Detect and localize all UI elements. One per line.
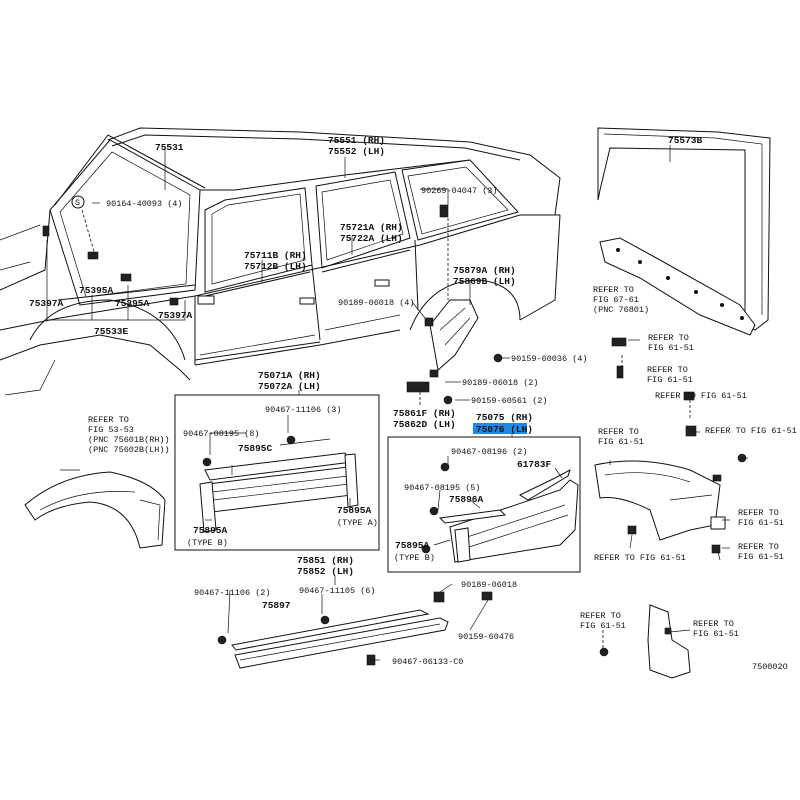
ref-fig-61-51-i-line1: REFER TO	[693, 619, 734, 629]
right-rear-fender-flare-part	[594, 460, 726, 554]
label-90159-60036: 90159-60036 (4)	[511, 354, 588, 364]
ref-fig-61-51-g-line2: FIG 61-51	[738, 552, 784, 562]
label-90189-06018-2: 90189-06018 (2)	[462, 378, 539, 388]
label-75869b: 75869B (LH)	[453, 276, 516, 287]
label-61783f: 61783F	[517, 459, 552, 470]
label-75552: 75552 (LH)	[328, 146, 385, 157]
label-75896a: 75896A	[449, 494, 484, 505]
label-75712b: 75712B (LH)	[244, 261, 307, 272]
ref-fig-61-51-g-line1: REFER TO	[738, 542, 779, 552]
label-90467-08195-5: 90467-08195 (5)	[404, 483, 481, 493]
ref-fig-61-51-h-line1: REFER TO	[580, 611, 621, 621]
ref-fig-61-51-a-line2: FIG 61-51	[648, 343, 694, 353]
ref-fig-61-51-a-line1: REFER TO	[648, 333, 689, 343]
label-75076: 75076 (LH)	[476, 424, 533, 435]
highlight-75076	[473, 423, 527, 434]
label-75895a-type-a: 75895A	[337, 505, 372, 516]
label-90189-06018: 90189-06018	[461, 580, 517, 590]
label-75395a-2: 75395A	[115, 298, 150, 309]
label-90467-11106-3: 90467-11106 (3)	[265, 405, 342, 415]
ref-fig-53-53-line3: (PNC 75601B(RH))	[88, 435, 170, 445]
ref-fig-61-51-b-line2: FIG 61-51	[647, 375, 693, 385]
label-90467-11105-6: 90467-11105 (6)	[299, 586, 376, 596]
label-90164-40093: 90164-40093 (4)	[106, 199, 183, 209]
label-75551: 75551 (RH)	[328, 135, 385, 146]
ref-fig-61-51-i-line2: FIG 61-51	[693, 629, 739, 639]
label-75897: 75897	[262, 600, 291, 611]
label-75879a: 75879A (RH)	[453, 265, 516, 276]
s-circle-mark: S	[75, 198, 80, 208]
ref-fig-53-53-line1: REFER TO	[88, 415, 129, 425]
ref-fig-61-51-e-line2: FIG 61-51	[738, 518, 784, 528]
label-75861f: 75861F (RH)	[393, 408, 456, 419]
label-75071a: 75071A (RH)	[258, 370, 321, 381]
label-75852: 75852 (LH)	[297, 566, 354, 577]
label-90159-60476: 90159-60476	[458, 632, 514, 642]
label-90189-06018-4: 90189-06018 (4)	[338, 298, 415, 308]
label-75862d: 75862D (LH)	[393, 419, 456, 430]
label-90467-08195-8: 90467-08195 (8)	[183, 429, 260, 439]
label-75721a: 75721A (RH)	[340, 222, 403, 233]
front-fender-flare-part	[24, 471, 166, 549]
label-75075: 75075 (RH)	[476, 412, 533, 423]
label-type-a: (TYPE A)	[337, 518, 378, 528]
label-75895a-type-b-left: 75895A	[193, 525, 228, 536]
label-75711b: 75711B (RH)	[244, 250, 307, 261]
leader-lines	[46, 145, 748, 661]
label-75397a-right: 75397A	[158, 310, 193, 321]
label-90159-60561: 90159-60561 (2)	[471, 396, 548, 406]
front-door-molding-box	[174, 394, 380, 551]
ref-fig-61-51-f: REFER TO FIG 61-51	[594, 553, 686, 563]
label-90269-04047: 90269-04047 (3)	[421, 186, 498, 196]
label-75722a: 75722A (LH)	[340, 233, 403, 244]
rear-fender-flare-part	[406, 204, 503, 405]
label-75851: 75851 (RH)	[297, 555, 354, 566]
ref-fig-53-53-line4: (PNC 75602B(LH))	[88, 445, 170, 455]
label-90467-08196-2: 90467-08196 (2)	[451, 447, 528, 457]
quarter-molding-box	[387, 436, 581, 573]
label-75895c: 75895C	[238, 443, 273, 454]
mud-guard-part	[599, 604, 691, 679]
label-75531: 75531	[155, 142, 184, 153]
label-75395a-1: 75395A	[79, 285, 114, 296]
label-type-b-left: (TYPE B)	[187, 538, 228, 548]
ref-fig-53-53-line2: FIG 53-53	[88, 425, 134, 435]
label-75533e: 75533E	[94, 326, 129, 337]
ref-fig-61-51-b-line1: REFER TO	[647, 365, 688, 375]
ref-fig-61-51-c-line1: REFER TO	[598, 427, 639, 437]
ref-fig-61-51-d: REFER TO FIG 61-51	[705, 426, 797, 436]
label-type-b-right: (TYPE B)	[394, 553, 435, 563]
part-labels: 75531 75551 (RH) 75552 (LH) 75573B S 901…	[29, 135, 797, 672]
ref-fig-61-51-c-line2: FIG 61-51	[598, 437, 644, 447]
label-75397a-left: 75397A	[29, 298, 64, 309]
label-75072a: 75072A (LH)	[258, 381, 321, 392]
label-75895a-type-b-right: 75895A	[395, 540, 430, 551]
ref-fig-67-61-line3: (PNC 76801)	[593, 305, 649, 315]
ref-fig-61-51-top: REFER TO FIG 61-51	[655, 391, 747, 401]
ref-fig-61-51-e-line1: REFER TO	[738, 508, 779, 518]
label-75573b: 75573B	[668, 135, 703, 146]
label-90467-11106-2: 90467-11106 (2)	[194, 588, 271, 598]
ref-fig-67-61-line1: REFER TO	[593, 285, 634, 295]
windshield-clips	[42, 195, 179, 306]
label-90467-06133-c0: 90467-06133-C0	[392, 657, 463, 667]
ref-fig-67-61-line2: FIG 67-61	[593, 295, 639, 305]
ref-fig-61-51-h-line2: FIG 61-51	[580, 621, 626, 631]
diagram-id: 750002O	[752, 662, 788, 672]
